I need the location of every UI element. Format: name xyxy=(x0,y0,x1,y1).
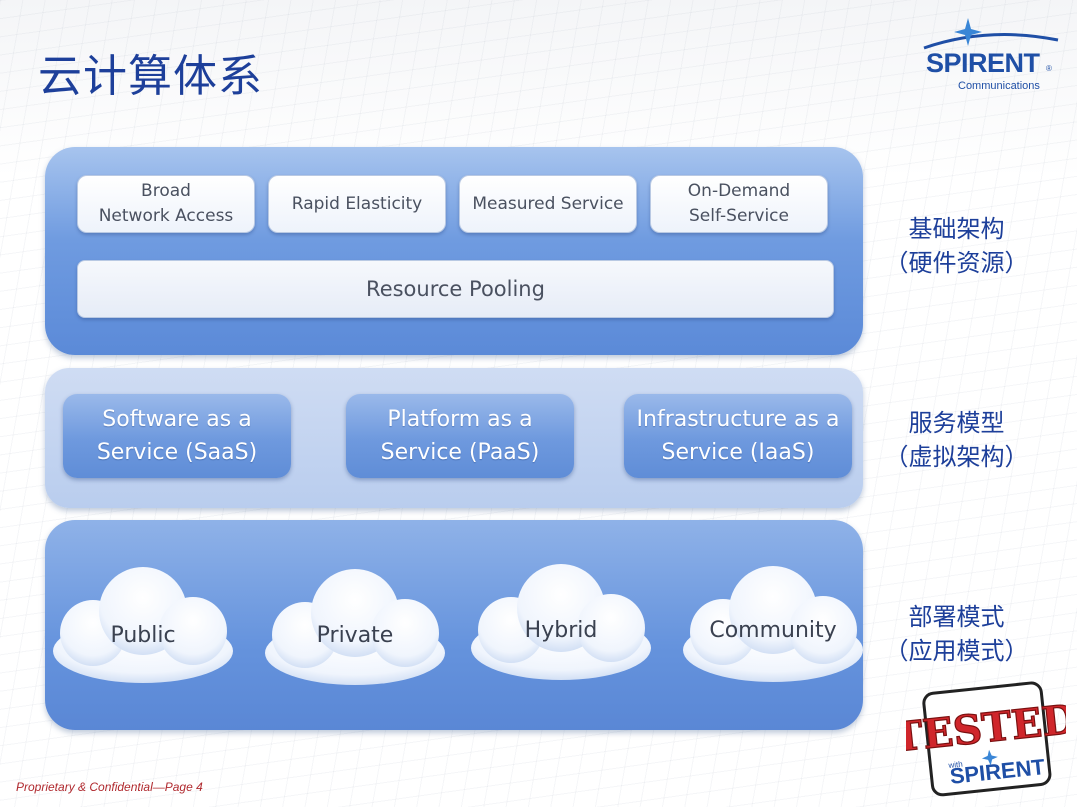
infrastructure-side-label: 基础架构 （硬件资源） xyxy=(884,212,1029,280)
side-label-line: 基础架构 xyxy=(908,215,1005,243)
cloud-icon xyxy=(683,566,863,682)
service-model-side-label: 服务模型 （虚拟架构） xyxy=(884,406,1029,474)
service-saas: Software as a Service (SaaS) xyxy=(63,394,291,478)
side-label-line: 部署模式 xyxy=(908,603,1005,631)
cloud-icon xyxy=(265,569,445,685)
characteristic-on-demand-self-service: On-Demand Self-Service xyxy=(650,175,828,233)
page-title: 云计算体系 xyxy=(38,51,263,102)
logo-word: SPIRENT xyxy=(926,48,1040,78)
side-label-line: 服务模型 xyxy=(908,409,1005,437)
spirent-logo: SPIRENT ® Communications xyxy=(918,14,1063,94)
logo-registered: ® xyxy=(1046,64,1052,73)
cloud-label: Hybrid xyxy=(524,618,598,643)
characteristic-rapid-elasticity: Rapid Elasticity xyxy=(268,175,446,233)
tested-with-spirent-stamp: TESTED with SPIRENT xyxy=(890,680,1077,800)
deployment-side-label: 部署模式 （应用模式） xyxy=(884,600,1029,668)
side-label-line: （应用模式） xyxy=(884,637,1029,665)
stamp-with: with xyxy=(947,760,963,771)
side-label-line: （虚拟架构） xyxy=(884,443,1029,471)
cloud-private: Private xyxy=(260,565,450,695)
resource-pooling: Resource Pooling xyxy=(77,260,834,318)
logo-swoosh-icon xyxy=(923,18,1059,50)
cloud-label: Community xyxy=(709,618,837,643)
characteristic-broad-network-access: Broad Network Access xyxy=(77,175,255,233)
cloud-label: Public xyxy=(110,623,176,648)
characteristic-measured-service: Measured Service xyxy=(459,175,637,233)
cloud-community: Community xyxy=(678,562,868,692)
logo-subtitle: Communications xyxy=(958,80,1040,92)
cloud-public: Public xyxy=(48,563,238,693)
cloud-label: Private xyxy=(316,623,394,648)
service-paas: Platform as a Service (PaaS) xyxy=(346,394,574,478)
side-label-line: （硬件资源） xyxy=(884,249,1029,277)
cloud-icon xyxy=(471,564,651,680)
service-iaas: Infrastructure as a Service (IaaS) xyxy=(624,394,852,478)
cloud-hybrid: Hybrid xyxy=(466,560,656,690)
footer-text: Proprietary & Confidential—Page 4 xyxy=(16,780,203,794)
cloud-icon xyxy=(53,567,233,683)
